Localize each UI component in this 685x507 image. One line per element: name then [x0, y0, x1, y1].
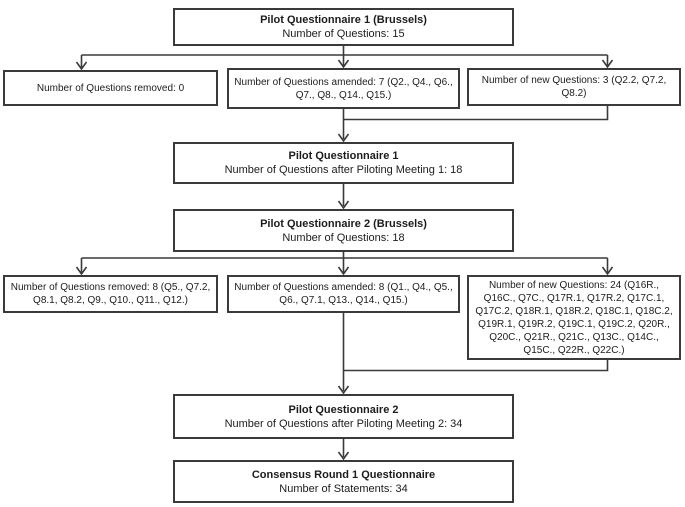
box-round1-questions-amended: Number of Questions amended: 7 (Q2., Q4.… — [227, 68, 460, 109]
box-title: Pilot Questionnaire 2 — [288, 403, 399, 416]
box-pilot-questionnaire-1-after-meeting-1: Pilot Questionnaire 1 Number of Question… — [173, 142, 514, 184]
box-subtitle: Number of Questions: 18 — [282, 231, 405, 244]
box-text: Number of Questions amended: 7 (Q2., Q4.… — [234, 76, 453, 101]
arrowhead-dist2-right — [601, 266, 614, 276]
box-pilot-questionnaire-2-brussels: Pilot Questionnaire 2 (Brussels) Number … — [173, 209, 514, 252]
box-round1-new-questions: Number of new Questions: 3 (Q2.2, Q7.2, … — [467, 68, 681, 106]
box-title: Pilot Questionnaire 1 (Brussels) — [260, 14, 427, 26]
box-pilot-questionnaire-1-brussels: Pilot Questionnaire 1 (Brussels) Number … — [173, 8, 514, 46]
box-round2-questions-removed: Number of Questions removed: 8 (Q5., Q7.… — [3, 275, 218, 313]
box-subtitle: Number of Questions after Piloting Meeti… — [224, 164, 463, 176]
arrowhead-dist1-right — [601, 59, 614, 69]
box-text: Number of new Questions: 24 (Q16R., Q16C… — [475, 279, 673, 356]
box-title: Consensus Round 1 Questionnaire — [251, 468, 436, 481]
connector-merge1-right — [343, 106, 609, 121]
arrowhead-merge1 — [337, 133, 350, 143]
arrowhead-merge2 — [337, 385, 350, 395]
box-title: Pilot Questionnaire 1 — [288, 150, 399, 162]
box-title: Pilot Questionnaire 2 (Brussels) — [260, 217, 427, 230]
arrowhead-dist1-left — [75, 61, 88, 71]
box-round1-questions-removed: Number of Questions removed: 0 — [3, 70, 218, 106]
box-subtitle: Number of Questions: 15 — [282, 28, 405, 40]
box-text: Number of Questions removed: 8 (Q5., Q7.… — [10, 282, 211, 306]
arrowhead-dist2-mid — [337, 266, 350, 276]
box-subtitle: Number of Statements: 34 — [279, 482, 408, 495]
arrowhead-stage4-stage5 — [337, 451, 350, 461]
box-pilot-questionnaire-2-after-meeting-2: Pilot Questionnaire 2 Number of Question… — [173, 394, 514, 439]
box-consensus-round-1-questionnaire: Consensus Round 1 Questionnaire Number o… — [173, 460, 514, 503]
arrowhead-stage2-stage3 — [337, 200, 350, 210]
box-round2-questions-amended: Number of Questions amended: 8 (Q1., Q4.… — [227, 275, 460, 313]
box-round2-new-questions: Number of new Questions: 24 (Q16R., Q16C… — [467, 275, 681, 360]
arrowhead-dist1-mid — [337, 59, 350, 69]
box-text: Number of new Questions: 3 (Q2.2, Q7.2, … — [481, 75, 667, 99]
connector-merge2-right — [343, 360, 609, 372]
box-text: Number of Questions removed: 0 — [36, 82, 185, 94]
arrowhead-dist2-left — [75, 266, 88, 276]
box-subtitle: Number of Questions after Piloting Meeti… — [224, 417, 463, 430]
box-text: Number of Questions amended: 8 (Q1., Q4.… — [234, 282, 453, 306]
